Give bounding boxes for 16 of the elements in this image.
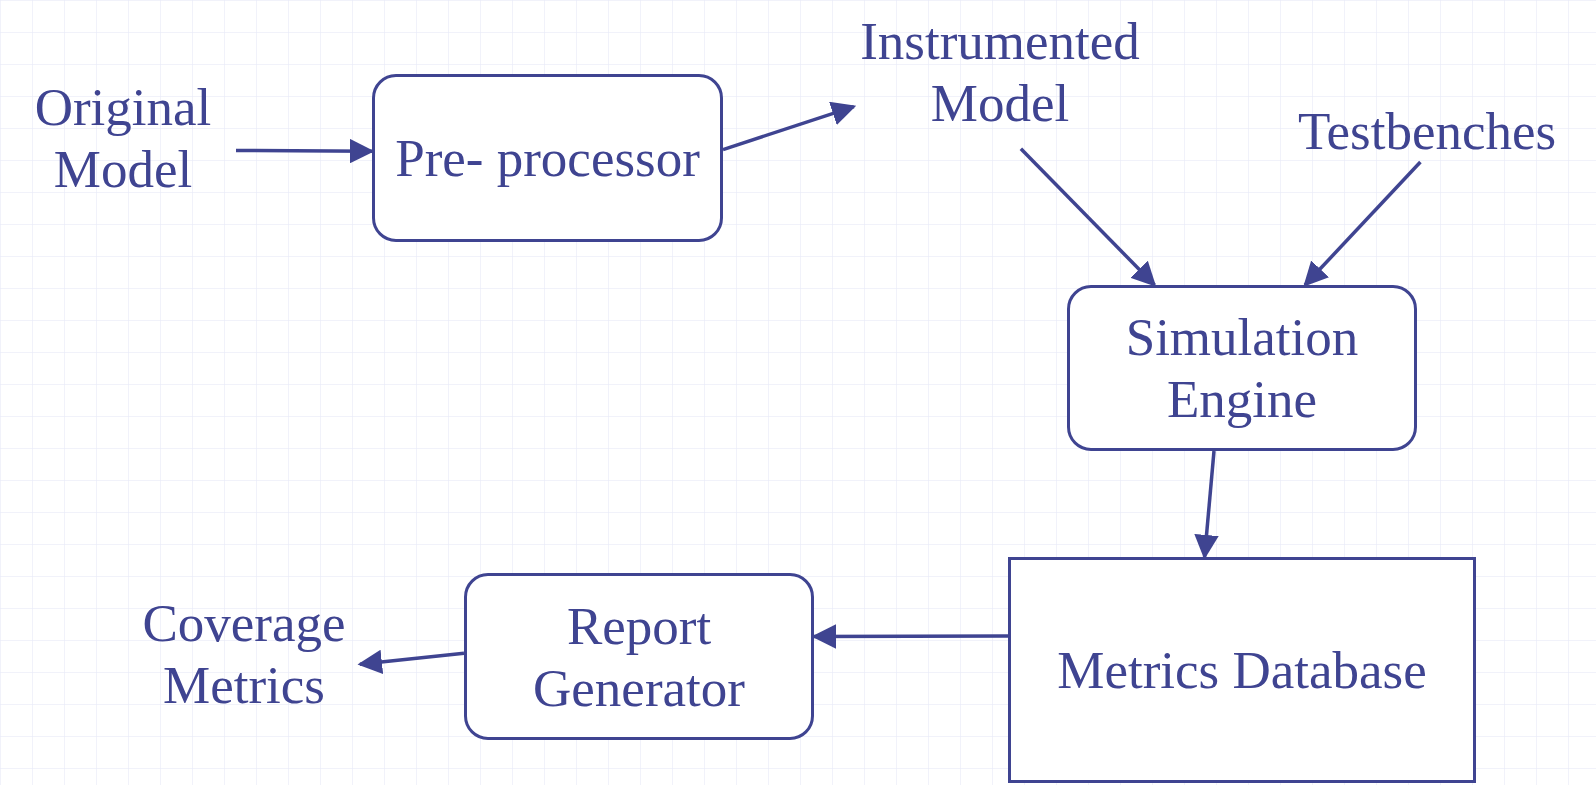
process-box <box>1067 285 1417 451</box>
node-text: Instrumented Model <box>859 11 1141 134</box>
arrow <box>1019 147 1157 287</box>
box-label: Report Generator <box>532 595 746 719</box>
arrow <box>722 101 857 152</box>
box-label: Pre- processor <box>395 128 700 189</box>
box-label: Metrics Database <box>1057 640 1427 701</box>
box-label: Simulation Engine <box>1124 307 1360 430</box>
node-text: Original Model <box>33 77 213 200</box>
data-box <box>1008 557 1476 783</box>
node-text: Coverage Metrics <box>141 593 347 716</box>
process-box <box>372 74 723 242</box>
arrow <box>1303 160 1422 287</box>
arrow <box>357 649 465 675</box>
process-box <box>464 573 814 740</box>
node-text: Testbenches <box>1297 101 1557 162</box>
